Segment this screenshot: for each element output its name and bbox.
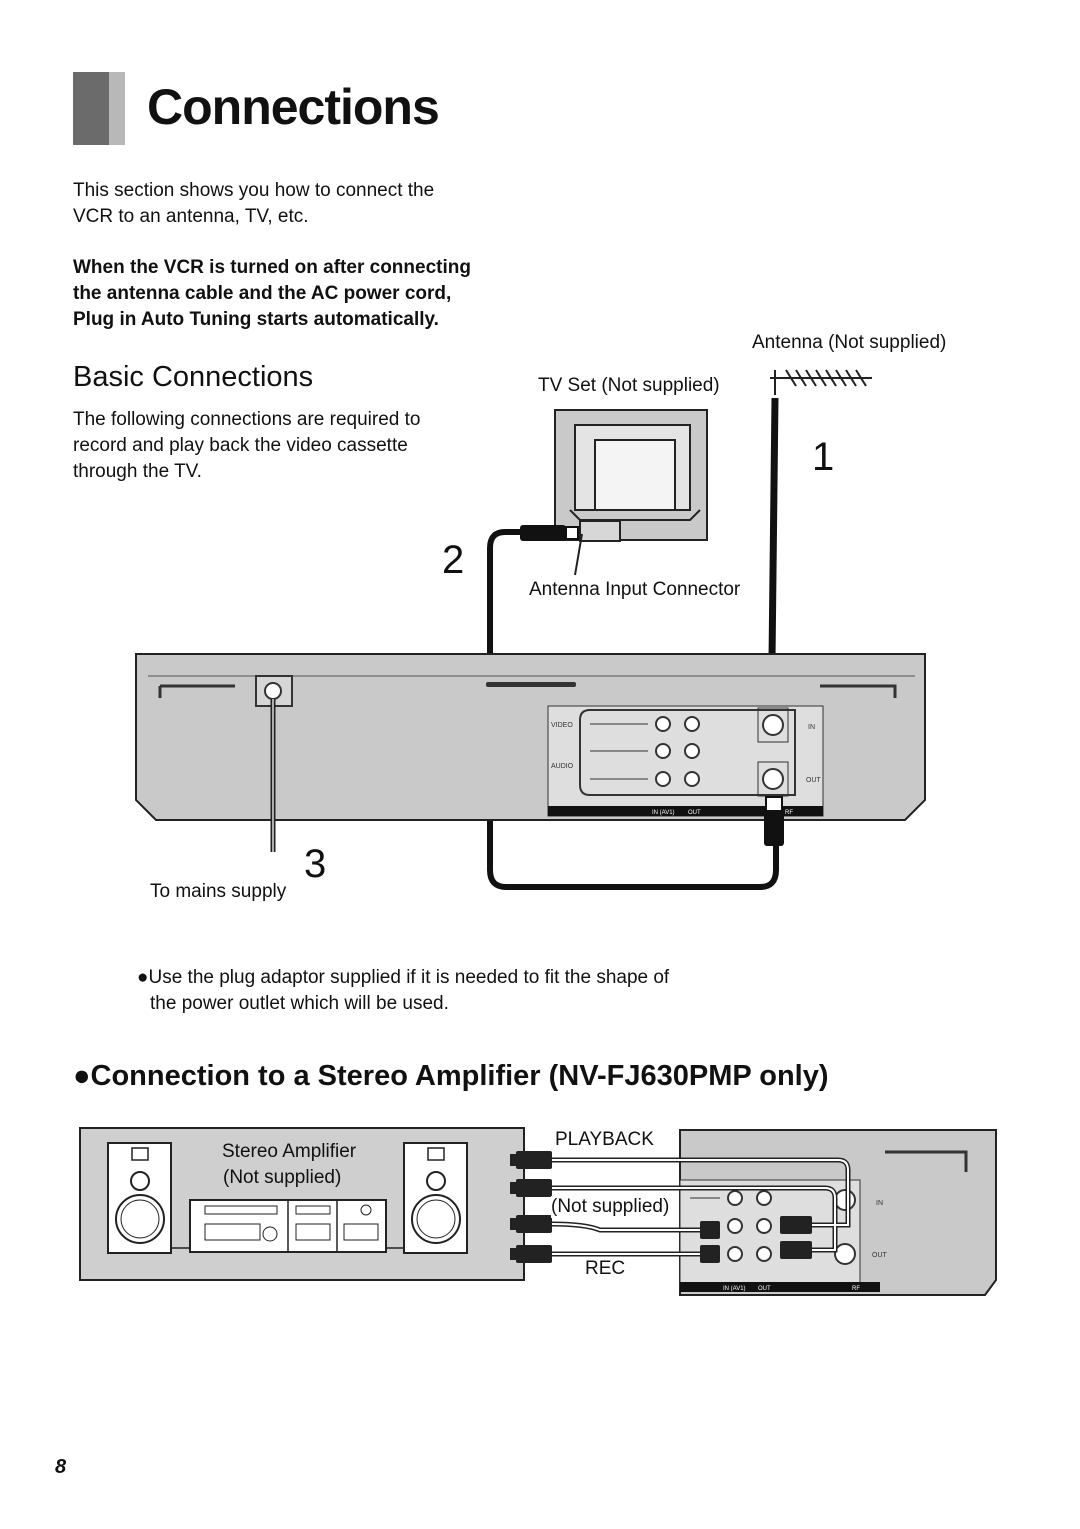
panel-out-label: OUT	[806, 777, 822, 784]
panel-out2-label: OUT	[688, 810, 701, 816]
basic-connections-text: The following connections are required t…	[73, 407, 420, 485]
title-decoration	[73, 72, 125, 145]
note-line: ●Use the plug adaptor supplied if it is …	[137, 967, 670, 988]
rca-cables-inner	[551, 1159, 849, 1255]
intro-text: This section shows you how to connect th…	[73, 178, 434, 230]
plug-adaptor-note: ●Use the plug adaptor supplied if it is …	[137, 965, 669, 1017]
notice-line: the antenna cable and the AC power cord,	[73, 283, 452, 304]
rca-plug-icons	[510, 1151, 812, 1263]
left-speaker-icon	[107, 1142, 172, 1254]
cable-not-supplied-label: (Not supplied)	[551, 1196, 672, 1218]
basic-line: The following connections are required t…	[73, 409, 421, 430]
notice-line: When the VCR is turned on after connecti…	[73, 257, 471, 278]
amp-panel-in-label: IN	[876, 1200, 883, 1207]
stereo-amplifier-icon	[189, 1199, 387, 1253]
amplifier-label: Stereo Amplifier	[222, 1141, 357, 1162]
panel-in-label: IN	[808, 724, 815, 731]
antenna-cable	[768, 397, 779, 661]
amp-panel-out-label: OUT	[872, 1252, 888, 1259]
tv-plug	[520, 525, 566, 541]
amplifier-not-supplied-label: (Not supplied)	[223, 1167, 342, 1188]
notice-line: Plug in Auto Tuning starts automatically…	[73, 309, 439, 330]
intro-line: This section shows you how to connect th…	[73, 180, 435, 201]
playback-label: PLAYBACK	[555, 1129, 654, 1151]
rf-out-plug	[764, 810, 784, 846]
antenna-icon	[770, 369, 872, 395]
mains-label: To mains supply	[150, 881, 287, 902]
tv-icon	[554, 409, 708, 542]
panel-rf-label: RF	[785, 810, 793, 816]
step-3: 3	[304, 842, 327, 886]
right-speaker-icon	[403, 1142, 468, 1254]
antenna-label: Antenna (Not supplied)	[752, 332, 947, 353]
amp-panel-rf-label: RF	[852, 1286, 860, 1292]
note-line: the power outlet which will be used.	[150, 993, 449, 1014]
antenna-input-label: Antenna Input Connector	[529, 579, 741, 600]
step-1: 1	[812, 435, 835, 479]
panel-video-label: VIDEO	[551, 722, 573, 729]
panel-audio-label: AUDIO	[551, 763, 574, 770]
step-2: 2	[442, 538, 465, 582]
panel-inav1-label: IN (AV1)	[652, 810, 675, 816]
auto-tuning-notice: When the VCR is turned on after connecti…	[73, 255, 471, 333]
page-number: 8	[55, 1456, 67, 1478]
basic-connections-heading: Basic Connections	[73, 361, 314, 393]
vcr-rear-panel	[135, 653, 926, 821]
intro-line: VCR to an antenna, TV, etc.	[73, 206, 309, 227]
stereo-amplifier-heading: ●Connection to a Stereo Amplifier (NV-FJ…	[73, 1060, 829, 1092]
rec-label: REC	[585, 1258, 626, 1279]
page-title: Connections	[147, 79, 440, 135]
vcr-partial-panel	[679, 1129, 997, 1296]
amp-panel-inav1-label: IN (AV1)	[723, 1286, 746, 1292]
basic-line: through the TV.	[73, 461, 202, 482]
rf-cable	[487, 529, 779, 890]
tv-label: TV Set (Not supplied)	[538, 375, 720, 396]
amp-panel-out2-label: OUT	[758, 1286, 771, 1292]
basic-line: record and play back the video cassette	[73, 435, 408, 456]
